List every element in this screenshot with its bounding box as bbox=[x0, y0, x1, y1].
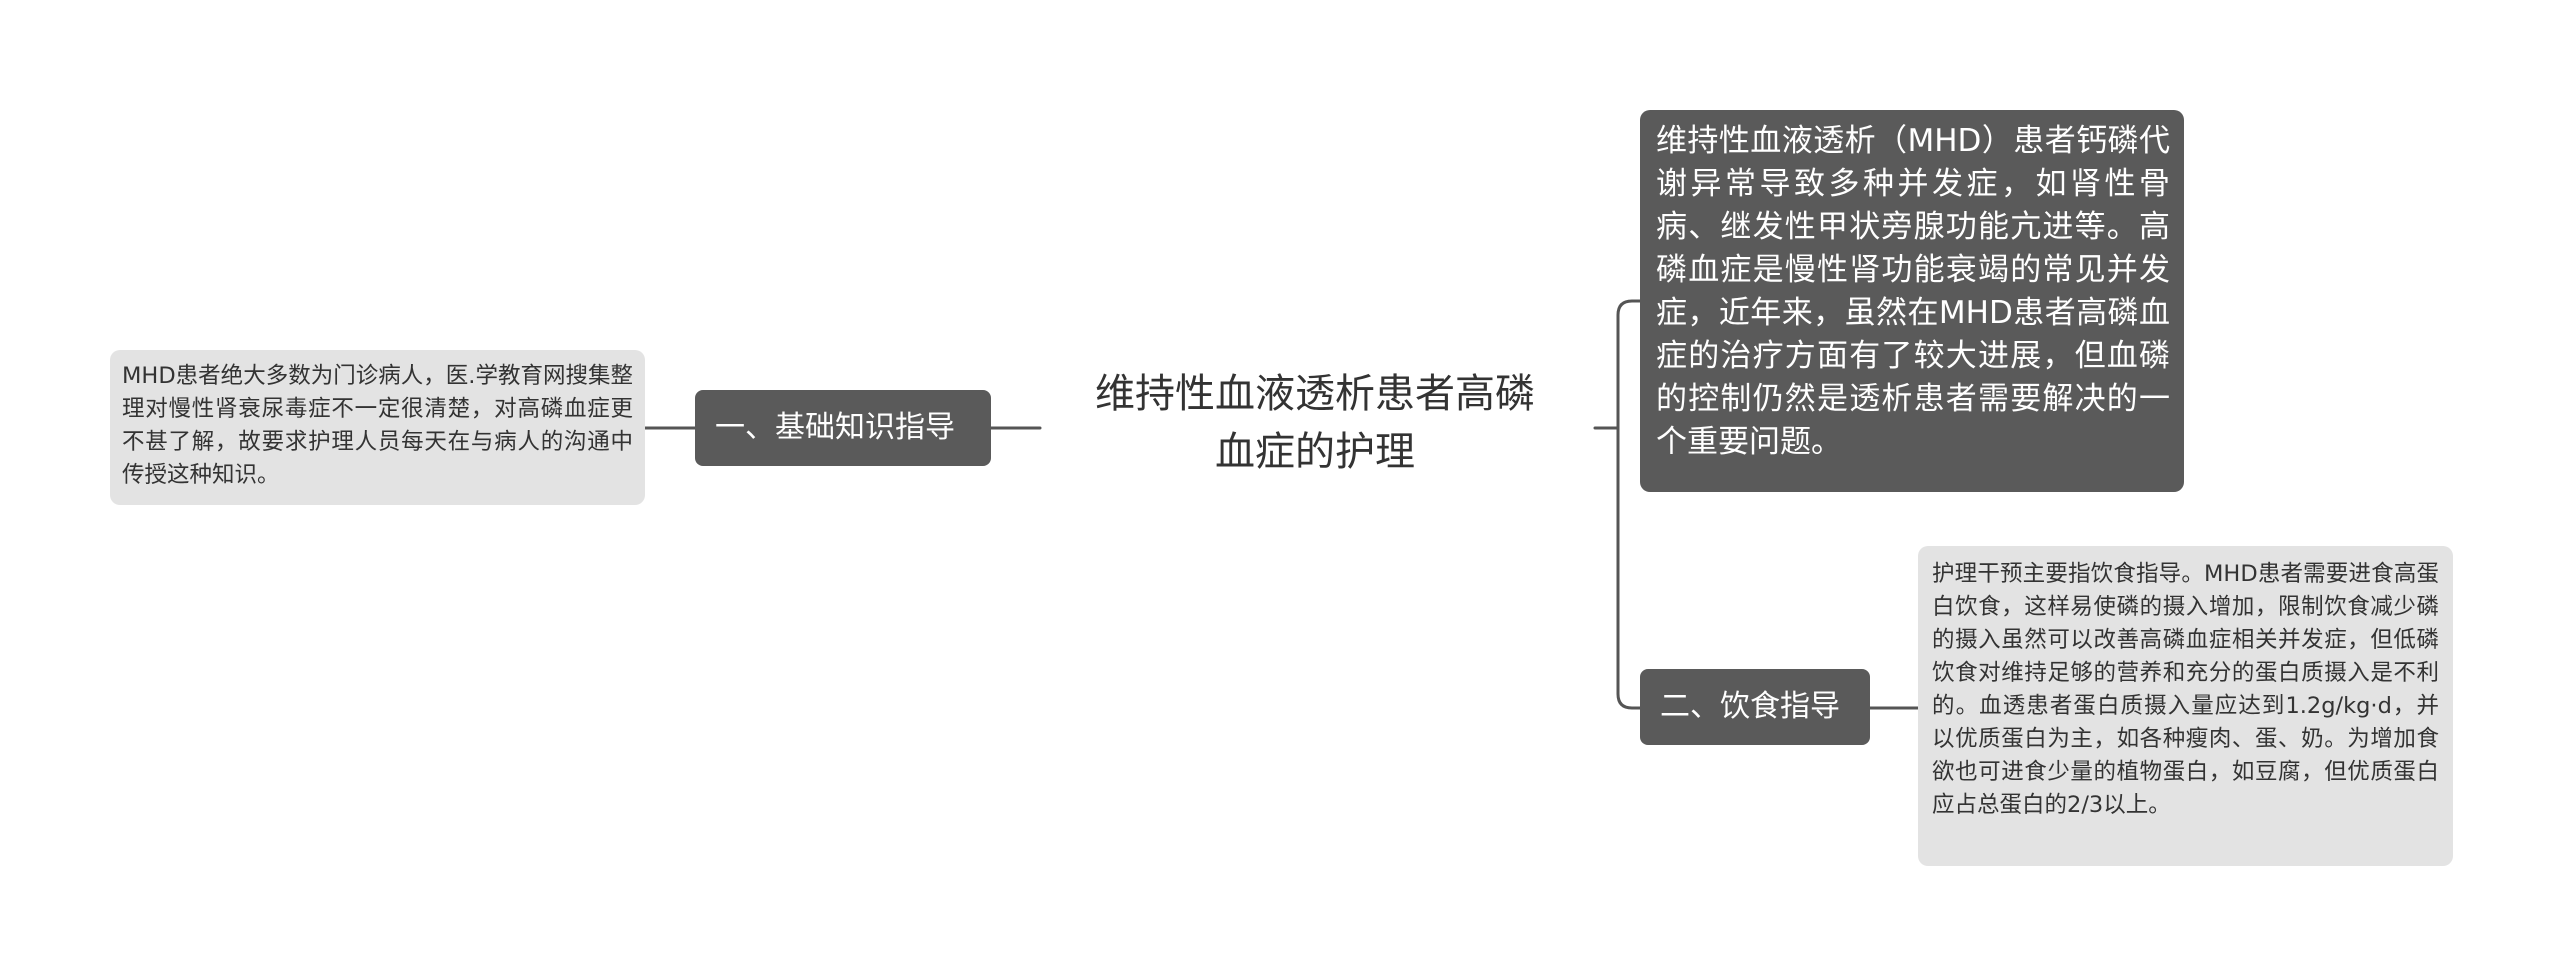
root-topic-line-2: 血症的护理 bbox=[1215, 429, 1415, 475]
branch-diet-guidance[interactable]: 二、饮食指导 bbox=[1640, 669, 1870, 745]
root-topic-line-1: 维持性血液透析患者高磷 bbox=[1095, 371, 1535, 417]
leaf-diet-guidance[interactable]: 护理干预主要指饮食指导。MHD患者需要进食高蛋白饮食，这样易使磷的摄入增加，限制… bbox=[1918, 546, 2453, 866]
connector-right-stem bbox=[1616, 299, 1642, 710]
branch-basic-knowledge[interactable]: 一、基础知识指导 bbox=[695, 390, 991, 466]
leaf-basic-knowledge[interactable]: MHD患者绝大多数为门诊病人，医.学教育网搜集整理对慢性肾衰尿毒症不一定很清楚，… bbox=[110, 350, 645, 505]
root-topic[interactable]: 维持性血液透析患者高磷 血症的护理 bbox=[1055, 365, 1575, 481]
leaf-intro[interactable]: 维持性血液透析（MHD）患者钙磷代谢异常导致多种并发症，如肾性骨病、继发性甲状旁… bbox=[1640, 110, 2184, 492]
